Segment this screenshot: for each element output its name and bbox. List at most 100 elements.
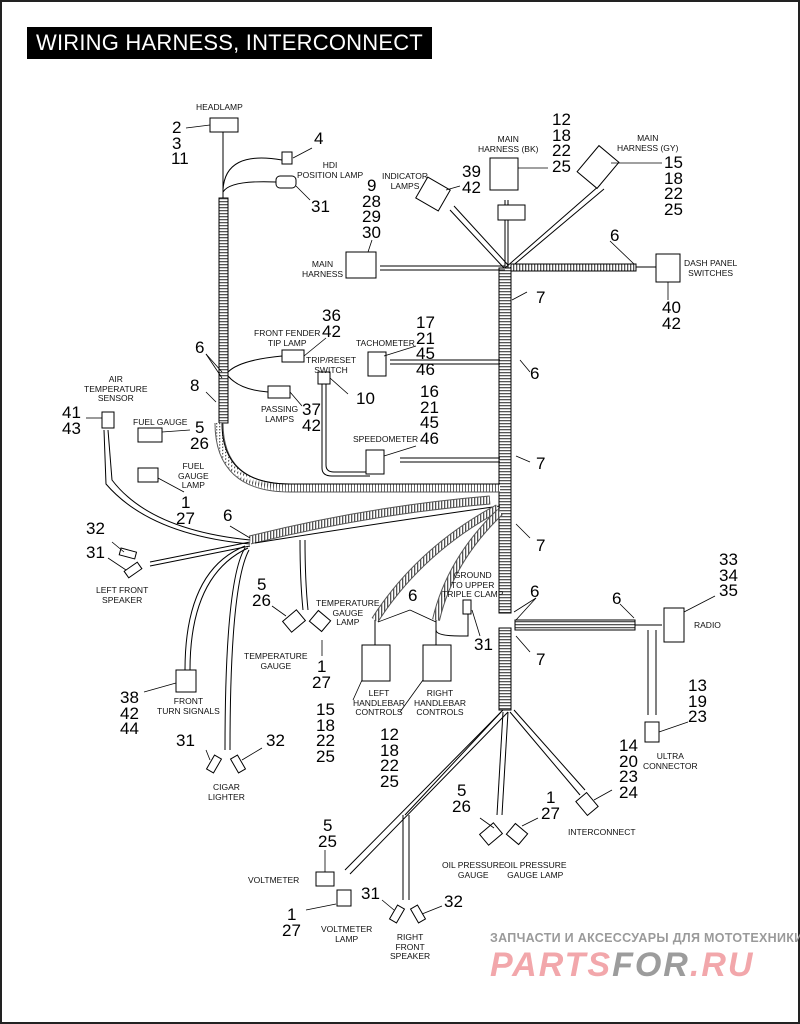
retainer-callout: 7 — [536, 288, 546, 307]
speedometer-label: SPEEDOMETER — [353, 434, 419, 444]
clip-callout: 6 — [612, 589, 622, 608]
cigar-lighter-ref-a: 31 — [176, 731, 195, 750]
indicator-lamps-connector — [415, 176, 451, 212]
tachometer-label: TACHOMETER — [356, 338, 415, 348]
left-conduit — [218, 197, 229, 424]
left-handlebar-controls-connector — [361, 644, 391, 682]
ground-triple-clamp-refs: 31 — [474, 635, 493, 654]
air-temperature-sensor-connector — [101, 411, 115, 429]
left-conduit-curve — [214, 422, 500, 493]
front-turn-signals-label: FRONT TURN SIGNALS — [157, 696, 220, 716]
left-front-speaker-ref-b: 31 — [86, 543, 105, 562]
cigar-lighter-label: CIGAR LIGHTER — [208, 782, 245, 802]
fuel-gauge-label: FUEL GAUGE — [133, 417, 188, 427]
oil-pressure-gauge-label: OIL PRESSURE GAUGE — [442, 860, 505, 880]
grommet-callout: 8 — [190, 376, 200, 395]
tachometer-connector — [367, 351, 387, 377]
front-fender-tip-lamp-label: FRONT FENDER TIP LAMP — [254, 328, 321, 348]
clip-callout: 6 — [195, 338, 205, 357]
main-harness-gy-connector — [576, 144, 620, 190]
air-temperature-sensor-label: AIR TEMPERATURE SENSOR — [84, 374, 148, 403]
radio-label: RADIO — [694, 620, 721, 630]
main-harness-label: MAIN HARNESS — [302, 259, 344, 279]
main-harness-gy-label: MAIN HARNESS (GY) — [617, 133, 679, 153]
voltmeter-lamp-connector — [336, 889, 352, 907]
clip-callout: 6 — [610, 226, 620, 245]
fuel-gauge-connector — [137, 427, 163, 443]
retainer-callout: 7 — [536, 536, 546, 555]
temperature-gauge-lamp-connector — [308, 609, 332, 633]
trip-reset-switch-refs: 10 — [356, 389, 375, 408]
clip-callout: 6 — [223, 506, 233, 525]
radio-conduit — [514, 619, 636, 631]
hdi-position-lamp-refs: 31 — [311, 197, 330, 216]
front-turn-signals-connector — [175, 669, 197, 693]
trip-reset-switch-label: TRIP/RESET SWITCH — [306, 355, 357, 375]
right-front-speaker-ref-b: 32 — [444, 892, 463, 911]
ultra-connector-label: ULTRA CONNECTOR — [643, 751, 698, 771]
ground-triple-clamp-terminal — [462, 599, 472, 615]
interconnect-label: INTERCONNECT — [568, 827, 636, 837]
headlamp-label: HEADLAMP — [196, 102, 243, 112]
fuel-gauge-lamp-label: FUEL GAUGE LAMP — [178, 461, 209, 490]
right-handlebar-controls-label: RIGHT HANDLEBAR CONTROLS — [414, 688, 466, 717]
interconnect-connector — [575, 791, 599, 817]
watermark-tagline: ЗАПЧАСТИ И АКСЕССУАРЫ ДЛЯ МОТОТЕХНИКИ — [490, 931, 800, 945]
ultra-connector-plug — [644, 721, 660, 743]
trunk-conduit-upper — [498, 267, 512, 614]
right-handlebar-controls-connector — [422, 644, 452, 682]
clip-callout: 6 — [530, 364, 540, 383]
voltmeter-label: VOLTMETER — [248, 875, 300, 885]
hdi-position-connector — [275, 175, 297, 189]
right-front-speaker-connector-b — [409, 904, 427, 924]
right-front-speaker-ref-a: 31 — [361, 884, 380, 903]
dash-panel-switches-label: DASH PANEL SWITCHES — [684, 258, 738, 278]
left-handlebar-controls-label: LEFT HANDLEBAR CONTROLS — [353, 688, 405, 717]
hdi-bulb-refs: 4 — [314, 129, 324, 148]
left-front-speaker-connector-a — [118, 547, 138, 560]
voltmeter-lamp-label: VOLTMETER LAMP — [321, 924, 373, 944]
cigar-lighter-connector-b — [229, 754, 247, 774]
passing-lamps-connector — [267, 385, 291, 399]
ground-triple-clamp-label: GROUND TO UPPER TRIPLE CLAMP — [442, 570, 504, 599]
passing-lamps-label: PASSING LAMPS — [261, 404, 299, 424]
clip-callout: 6 — [530, 582, 540, 601]
cigar-lighter-ref-b: 32 — [266, 731, 285, 750]
main-harness-bk-label: MAIN HARNESS (BK) — [478, 134, 539, 154]
trunk-conduit-lower — [498, 627, 512, 711]
diagram-title: WIRING HARNESS, INTERCONNECT — [27, 27, 432, 59]
headlamp-connector — [209, 117, 239, 133]
retainer-callout: 7 — [536, 454, 546, 473]
oil-pressure-gauge-connector — [478, 822, 504, 846]
clip-callout: 6 — [408, 586, 418, 605]
oil-pressure-gauge-lamp-connector — [505, 822, 529, 846]
left-front-speaker-connector-b — [123, 561, 143, 579]
watermark-brand: PARTSFOR.RU — [490, 946, 755, 984]
hdi-position-lamp-label: HDI POSITION LAMP — [297, 160, 364, 180]
main-harness-bk-connector — [489, 157, 519, 191]
hdi-bulb-connector — [281, 151, 293, 165]
temperature-gauge-connector — [281, 609, 307, 633]
cigar-lighter-connector-a — [205, 754, 223, 774]
temperature-gauge-lamp-label: TEMPERATURE GAUGE LAMP — [316, 598, 380, 627]
